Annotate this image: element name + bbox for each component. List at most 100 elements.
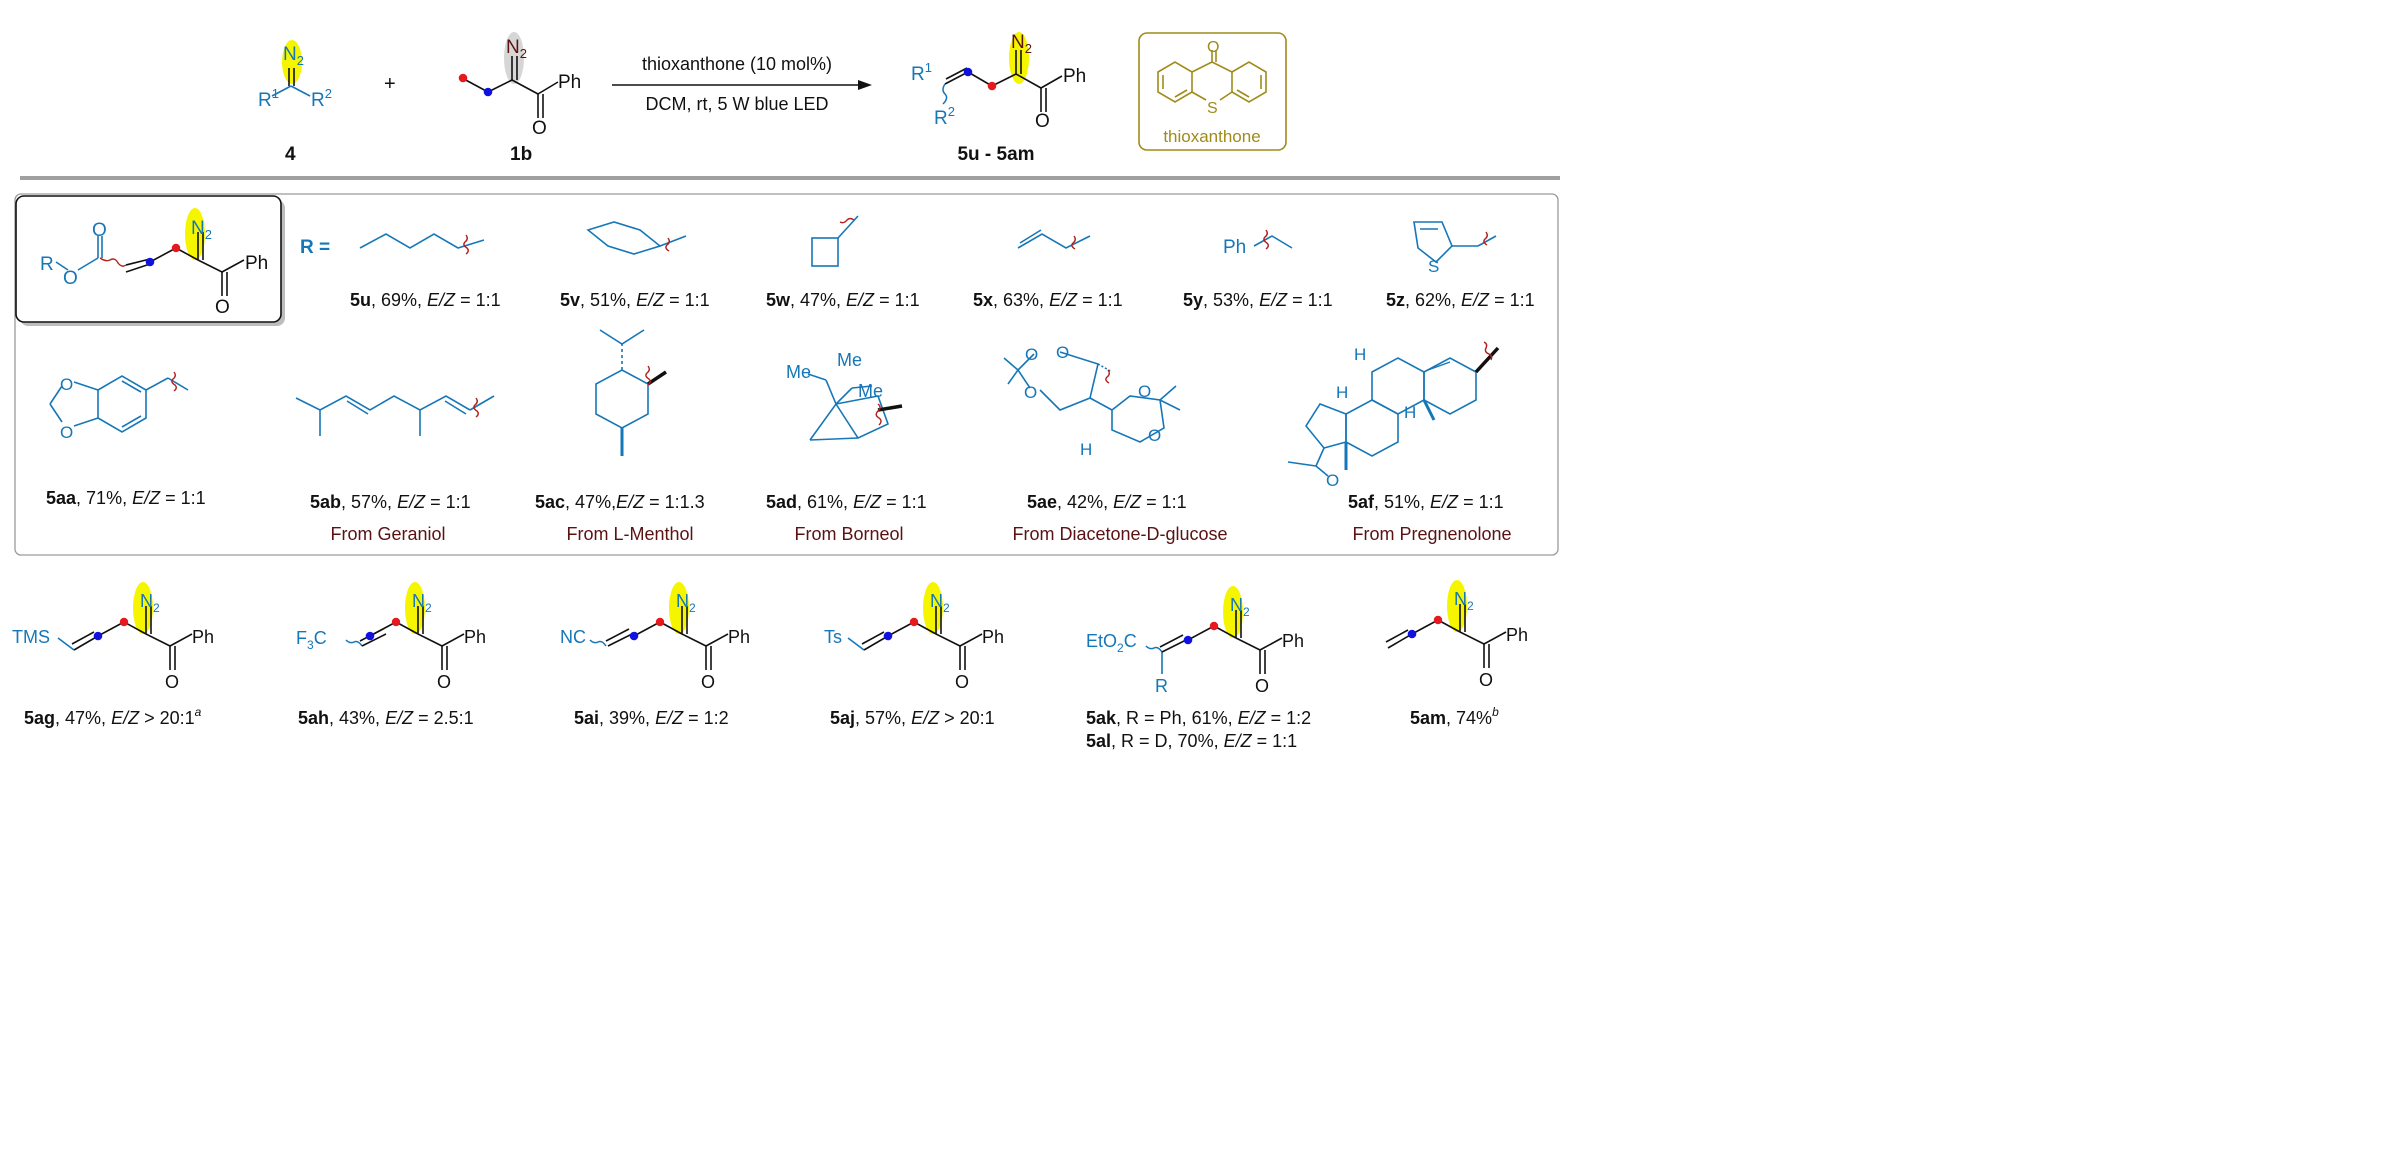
svg-text:O: O bbox=[701, 672, 715, 692]
svg-text:From Geraniol: From Geraniol bbox=[330, 524, 445, 544]
svg-text:From Pregnenolone: From Pregnenolone bbox=[1352, 524, 1511, 544]
svg-text:5u - 5am: 5u - 5am bbox=[957, 144, 1034, 165]
5ae-h: H bbox=[1080, 440, 1092, 459]
svg-text:N2: N2 bbox=[1454, 589, 1474, 613]
reaction-arrow: thioxanthone (10 mol%) DCM, rt, 5 W blue… bbox=[612, 54, 872, 114]
svg-text:O: O bbox=[1255, 676, 1269, 696]
svg-text:Ph: Ph bbox=[1223, 237, 1246, 258]
svg-text:R1: R1 bbox=[258, 86, 279, 111]
r-group-5y: Ph bbox=[1223, 229, 1293, 258]
plus-sign: + bbox=[384, 73, 396, 95]
svg-text:From Borneol: From Borneol bbox=[794, 524, 903, 544]
svg-text:5ad, 61%, E/Z = 1:1: 5ad, 61%, E/Z = 1:1 bbox=[766, 492, 927, 512]
svg-text:R: R bbox=[40, 254, 54, 275]
svg-text:N2: N2 bbox=[1011, 32, 1032, 56]
compound-5ah: F3C N2 O Ph bbox=[296, 581, 486, 692]
svg-text:N2: N2 bbox=[930, 591, 950, 615]
row2-labels: 5aa, 71%, E/Z = 1:1 5ab, 57%, E/Z = 1:1 … bbox=[46, 488, 1504, 512]
compound-5ak: EtO2C R N2 O Ph bbox=[1086, 585, 1304, 696]
5ad-me2: Me bbox=[837, 350, 862, 370]
svg-text:Ph: Ph bbox=[982, 627, 1004, 647]
5aa-o1: O bbox=[60, 375, 73, 394]
reactant-4: N2 R1 R2 4 bbox=[258, 40, 332, 165]
svg-text:5v, 51%, E/Z = 1:1: 5v, 51%, E/Z = 1:1 bbox=[560, 290, 710, 310]
svg-text:O: O bbox=[63, 268, 78, 289]
5af-h2: H bbox=[1336, 383, 1348, 402]
svg-text:5aj, 57%, E/Z > 20:1: 5aj, 57%, E/Z > 20:1 bbox=[830, 708, 995, 728]
svg-text:N2: N2 bbox=[140, 591, 160, 615]
5af-h1: H bbox=[1354, 345, 1366, 364]
svg-text:4: 4 bbox=[285, 144, 296, 165]
svg-text:5y, 53%, E/Z = 1:1: 5y, 53%, E/Z = 1:1 bbox=[1183, 290, 1333, 310]
5af-h3: H bbox=[1404, 403, 1416, 422]
r-group-5aa bbox=[49, 371, 189, 433]
svg-text:O: O bbox=[437, 672, 451, 692]
catalyst-label: thioxanthone bbox=[1163, 127, 1260, 146]
svg-text:Ts: Ts bbox=[824, 627, 842, 647]
svg-text:N2: N2 bbox=[1230, 595, 1250, 619]
svg-text:5z, 62%, E/Z = 1:1: 5z, 62%, E/Z = 1:1 bbox=[1386, 290, 1535, 310]
svg-text:5ac, 47%,E/Z = 1:1.3: 5ac, 47%,E/Z = 1:1.3 bbox=[535, 492, 705, 512]
5aa-o2: O bbox=[60, 423, 73, 442]
svg-text:5ai, 39%, E/Z = 1:2: 5ai, 39%, E/Z = 1:2 bbox=[574, 708, 729, 728]
svg-text:O: O bbox=[165, 672, 179, 692]
svg-text:R1: R1 bbox=[911, 60, 932, 85]
svg-text:R: R bbox=[1155, 676, 1168, 696]
svg-text:From L-Menthol: From L-Menthol bbox=[566, 524, 693, 544]
svg-text:From Diacetone-D-glucose: From Diacetone-D-glucose bbox=[1012, 524, 1227, 544]
product-5u-5am: N2 O Ph R1 R2 5u - 5am bbox=[911, 32, 1086, 165]
r-group-5x bbox=[1017, 229, 1091, 250]
5ad-me3: Me bbox=[858, 381, 883, 401]
conditions-below: DCM, rt, 5 W blue LED bbox=[645, 94, 828, 114]
r-group-5z: S bbox=[1413, 221, 1497, 276]
svg-text:5al, R = D, 70%, E/Z = 1:1: 5al, R = D, 70%, E/Z = 1:1 bbox=[1086, 731, 1297, 751]
reaction-scheme-figure: N2 R1 R2 4 + N2 O Ph 1b thioxanthone (10… bbox=[12, 32, 1560, 751]
5ae-o2: O bbox=[1025, 345, 1038, 364]
svg-text:S: S bbox=[1428, 257, 1439, 276]
svg-text:N2: N2 bbox=[506, 37, 527, 61]
reactant-1b: N2 O Ph 1b bbox=[458, 32, 581, 165]
svg-text:5ag, 47%, E/Z > 20:1a: 5ag, 47%, E/Z > 20:1a bbox=[24, 705, 202, 728]
svg-text:5aa, 71%, E/Z = 1:1: 5aa, 71%, E/Z = 1:1 bbox=[46, 488, 206, 508]
scope-panel bbox=[14, 193, 1559, 556]
bottom-labels: 5ag, 47%, E/Z > 20:1a 5ah, 43%, E/Z = 2.… bbox=[24, 705, 1499, 751]
svg-text:R2: R2 bbox=[311, 86, 332, 111]
svg-text:O: O bbox=[955, 672, 969, 692]
compound-5ag: TMS N2 O Ph bbox=[12, 581, 214, 692]
svg-text:O: O bbox=[1479, 670, 1493, 690]
5ae-o1: O bbox=[1056, 343, 1069, 362]
svg-text:5x, 63%, E/Z = 1:1: 5x, 63%, E/Z = 1:1 bbox=[973, 290, 1123, 310]
row1-labels: 5u, 69%, E/Z = 1:1 5v, 51%, E/Z = 1:1 5w… bbox=[350, 290, 1535, 310]
svg-text:Ph: Ph bbox=[728, 627, 750, 647]
svg-text:O: O bbox=[532, 118, 547, 139]
svg-text:O: O bbox=[92, 220, 107, 241]
svg-text:1b: 1b bbox=[510, 144, 532, 165]
svg-text:5ab, 57%, E/Z = 1:1: 5ab, 57%, E/Z = 1:1 bbox=[310, 492, 471, 512]
core-structure: R O O N2 O Ph bbox=[40, 207, 268, 318]
svg-text:Ph: Ph bbox=[192, 627, 214, 647]
svg-text:Ph: Ph bbox=[245, 253, 268, 274]
r-group-5w bbox=[811, 215, 859, 267]
catalyst-box: O S thioxanthone bbox=[1138, 32, 1287, 151]
source-notes: From Geraniol From L-Menthol From Borneo… bbox=[330, 524, 1511, 544]
svg-text:5ak, R = Ph, 61%, E/Z = 1:2: 5ak, R = Ph, 61%, E/Z = 1:2 bbox=[1086, 708, 1311, 728]
r-group-5af bbox=[1287, 341, 1500, 477]
compound-5ai: NC N2 O Ph bbox=[560, 581, 750, 692]
r-group-5ad bbox=[807, 373, 903, 441]
svg-text:5w, 47%, E/Z = 1:1: 5w, 47%, E/Z = 1:1 bbox=[766, 290, 920, 310]
r-group-5ab bbox=[295, 395, 495, 436]
5ae-o4: O bbox=[1138, 382, 1151, 401]
compound-5am: N2 O Ph bbox=[1385, 579, 1528, 690]
svg-text:5ae, 42%, E/Z = 1:1: 5ae, 42%, E/Z = 1:1 bbox=[1027, 492, 1187, 512]
r-group-5u bbox=[359, 233, 485, 255]
svg-text:EtO2C: EtO2C bbox=[1086, 631, 1137, 655]
svg-text:N2: N2 bbox=[283, 44, 304, 68]
r-group-5v bbox=[586, 221, 687, 255]
5ae-o5: O bbox=[1148, 426, 1161, 445]
r-group-5ae bbox=[1003, 351, 1181, 443]
svg-text:5am, 74%b: 5am, 74%b bbox=[1410, 705, 1499, 728]
svg-text:TMS: TMS bbox=[12, 627, 50, 647]
svg-text:Ph: Ph bbox=[1282, 631, 1304, 651]
svg-text:O: O bbox=[1207, 39, 1219, 56]
svg-text:5u, 69%, E/Z = 1:1: 5u, 69%, E/Z = 1:1 bbox=[350, 290, 501, 310]
